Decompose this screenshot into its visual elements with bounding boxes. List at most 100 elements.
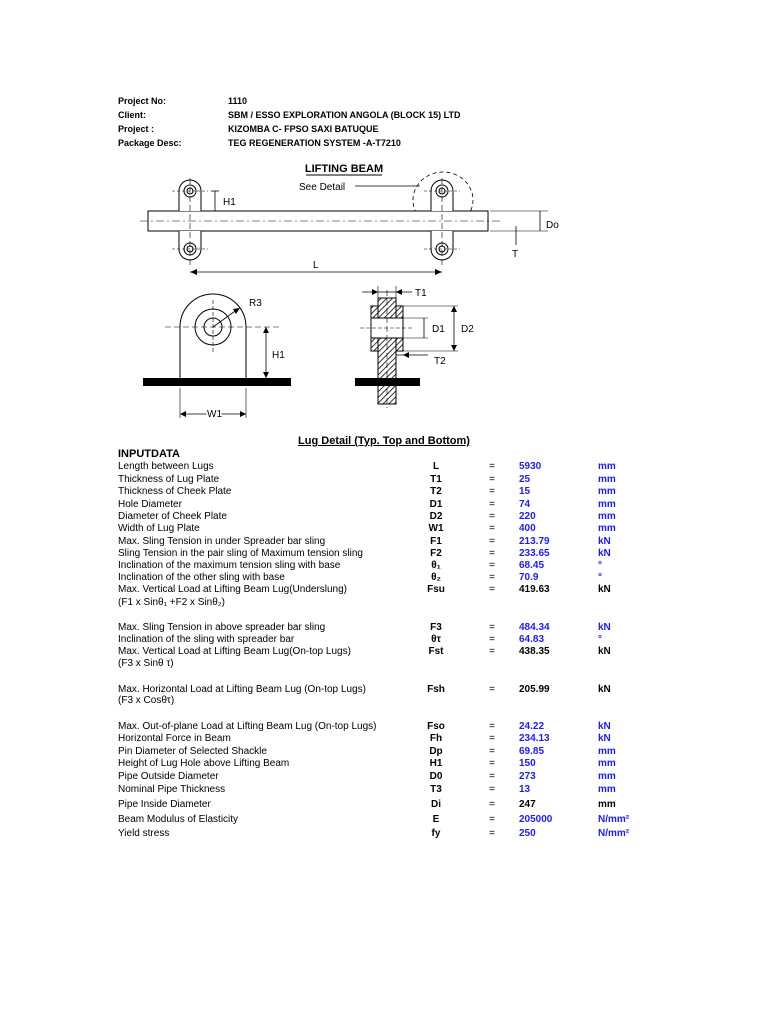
row-unit: mm (598, 486, 616, 497)
lifting-beam-diagram: LIFTING BEAM See Detail H1 Do T (140, 163, 559, 420)
row-symbol: θ₁ (431, 560, 441, 571)
w1-label: W1 (207, 409, 222, 420)
row-description: Max. Vertical Load at Lifting Beam Lug(O… (118, 646, 351, 657)
row-description: Pipe Outside Diameter (118, 771, 219, 782)
row-value: 64.83 (519, 634, 545, 645)
l-label: L (313, 260, 319, 271)
do-label: Do (546, 220, 559, 231)
row-description: Sling Tension in the pair sling of Maxim… (118, 548, 363, 559)
row-value: 234.13 (519, 733, 550, 744)
row-symbol: Fsu (427, 584, 445, 595)
l-arrow-left (190, 269, 197, 275)
row-symbol: F1 (430, 536, 442, 547)
row-symbol: E (432, 814, 440, 825)
row-unit: kN (598, 733, 611, 744)
row-equals: = (489, 461, 495, 472)
h1-lug-label: H1 (272, 350, 285, 361)
table-row: Max. Out-of-plane Load at Lifting Beam L… (0, 721, 768, 735)
row-unit: kN (598, 721, 611, 732)
fst-formula-note: (F3 x Sinθ τ) (118, 658, 174, 669)
row-equals: = (489, 634, 495, 645)
row-unit: N/mm² (598, 814, 630, 825)
row-equals: = (489, 799, 495, 810)
row-description: Thickness of Lug Plate (118, 474, 220, 485)
row-equals: = (489, 684, 495, 695)
row-symbol: D1 (429, 499, 443, 510)
row-description: Nominal Pipe Thickness (118, 784, 226, 795)
row-value: 213.79 (519, 536, 550, 547)
project-no-value: 1110 (228, 96, 248, 106)
row-unit: kN (598, 584, 611, 595)
row-description: Width of Lug Plate (118, 523, 200, 534)
row-value: 150 (519, 758, 536, 769)
row-unit: mm (598, 799, 616, 810)
fsu-formula-note: (F1 x Sinθ₁ +F2 x Sinθ₂) (118, 597, 226, 608)
t2-arrow (403, 352, 409, 358)
row-unit: mm (598, 474, 616, 485)
row-description: Max. Sling Tension in under Spreader bar… (118, 536, 326, 547)
row-value: 25 (519, 474, 531, 485)
row-value: 205000 (519, 814, 553, 825)
row-equals: = (489, 523, 495, 534)
t2-label: T2 (434, 356, 446, 367)
row-description: Max. Sling Tension in above spreader bar… (118, 622, 326, 633)
row-equals: = (489, 548, 495, 559)
row-unit: kN (598, 548, 611, 559)
table-row: Max. Sling Tension in under Spreader bar… (0, 536, 768, 550)
base-plate-right (355, 378, 420, 386)
table-row: Inclination of the other sling with base… (0, 572, 768, 586)
row-value: 419.63 (519, 584, 550, 595)
project-no-label: Project No: (118, 96, 167, 106)
row-equals: = (489, 486, 495, 497)
row-value: 69.85 (519, 746, 545, 757)
table-row: Inclination of the maximum tension sling… (0, 560, 768, 574)
diagram-title: LIFTING BEAM (305, 163, 383, 175)
w1-arrow-right (240, 411, 246, 417)
row-symbol: L (432, 461, 440, 472)
r3-label: R3 (249, 298, 262, 309)
row-unit: mm (598, 523, 616, 534)
row-equals: = (489, 733, 495, 744)
row-value: 220 (519, 511, 536, 522)
row-equals: = (489, 536, 495, 547)
row-description: Pipe Inside Diameter (118, 799, 211, 810)
row-description: Inclination of the sling with spreader b… (118, 634, 295, 645)
l-arrow-right (435, 269, 442, 275)
see-detail-label: See Detail (299, 182, 345, 193)
w1-arrow-left (180, 411, 186, 417)
client-label: Client: (118, 110, 146, 120)
d2-label: D2 (461, 324, 474, 335)
row-value: 273 (519, 771, 536, 782)
project-value: KIZOMBA C- FPSO SAXI BATUQUE (228, 124, 379, 134)
row-description: Pin Diameter of Selected Shackle (118, 746, 267, 757)
row-symbol: Fsh (427, 684, 445, 695)
row-value: 247 (519, 799, 536, 810)
package-value: TEG REGENERATION SYSTEM -A-T7210 (228, 138, 401, 148)
row-description: Diameter of Cheek Plate (118, 511, 227, 522)
row-unit: mm (598, 746, 616, 757)
row-symbol: D2 (429, 511, 443, 522)
row-unit: kN (598, 646, 611, 657)
row-unit: kN (598, 536, 611, 547)
row-symbol: T1 (430, 474, 442, 485)
row-symbol: T2 (430, 486, 442, 497)
client-value: SBM / ESSO EXPLORATION ANGOLA (BLOCK 15)… (228, 110, 461, 120)
row-symbol: F2 (430, 548, 442, 559)
h1-lug-arrow-top (263, 327, 269, 333)
row-description: Inclination of the other sling with base (118, 572, 285, 583)
row-symbol: fy (431, 828, 441, 839)
row-equals: = (489, 474, 495, 485)
row-value: 250 (519, 828, 536, 839)
row-symbol: θτ (431, 634, 441, 645)
lug-section-detail (360, 290, 414, 408)
row-value: 70.9 (519, 572, 539, 583)
